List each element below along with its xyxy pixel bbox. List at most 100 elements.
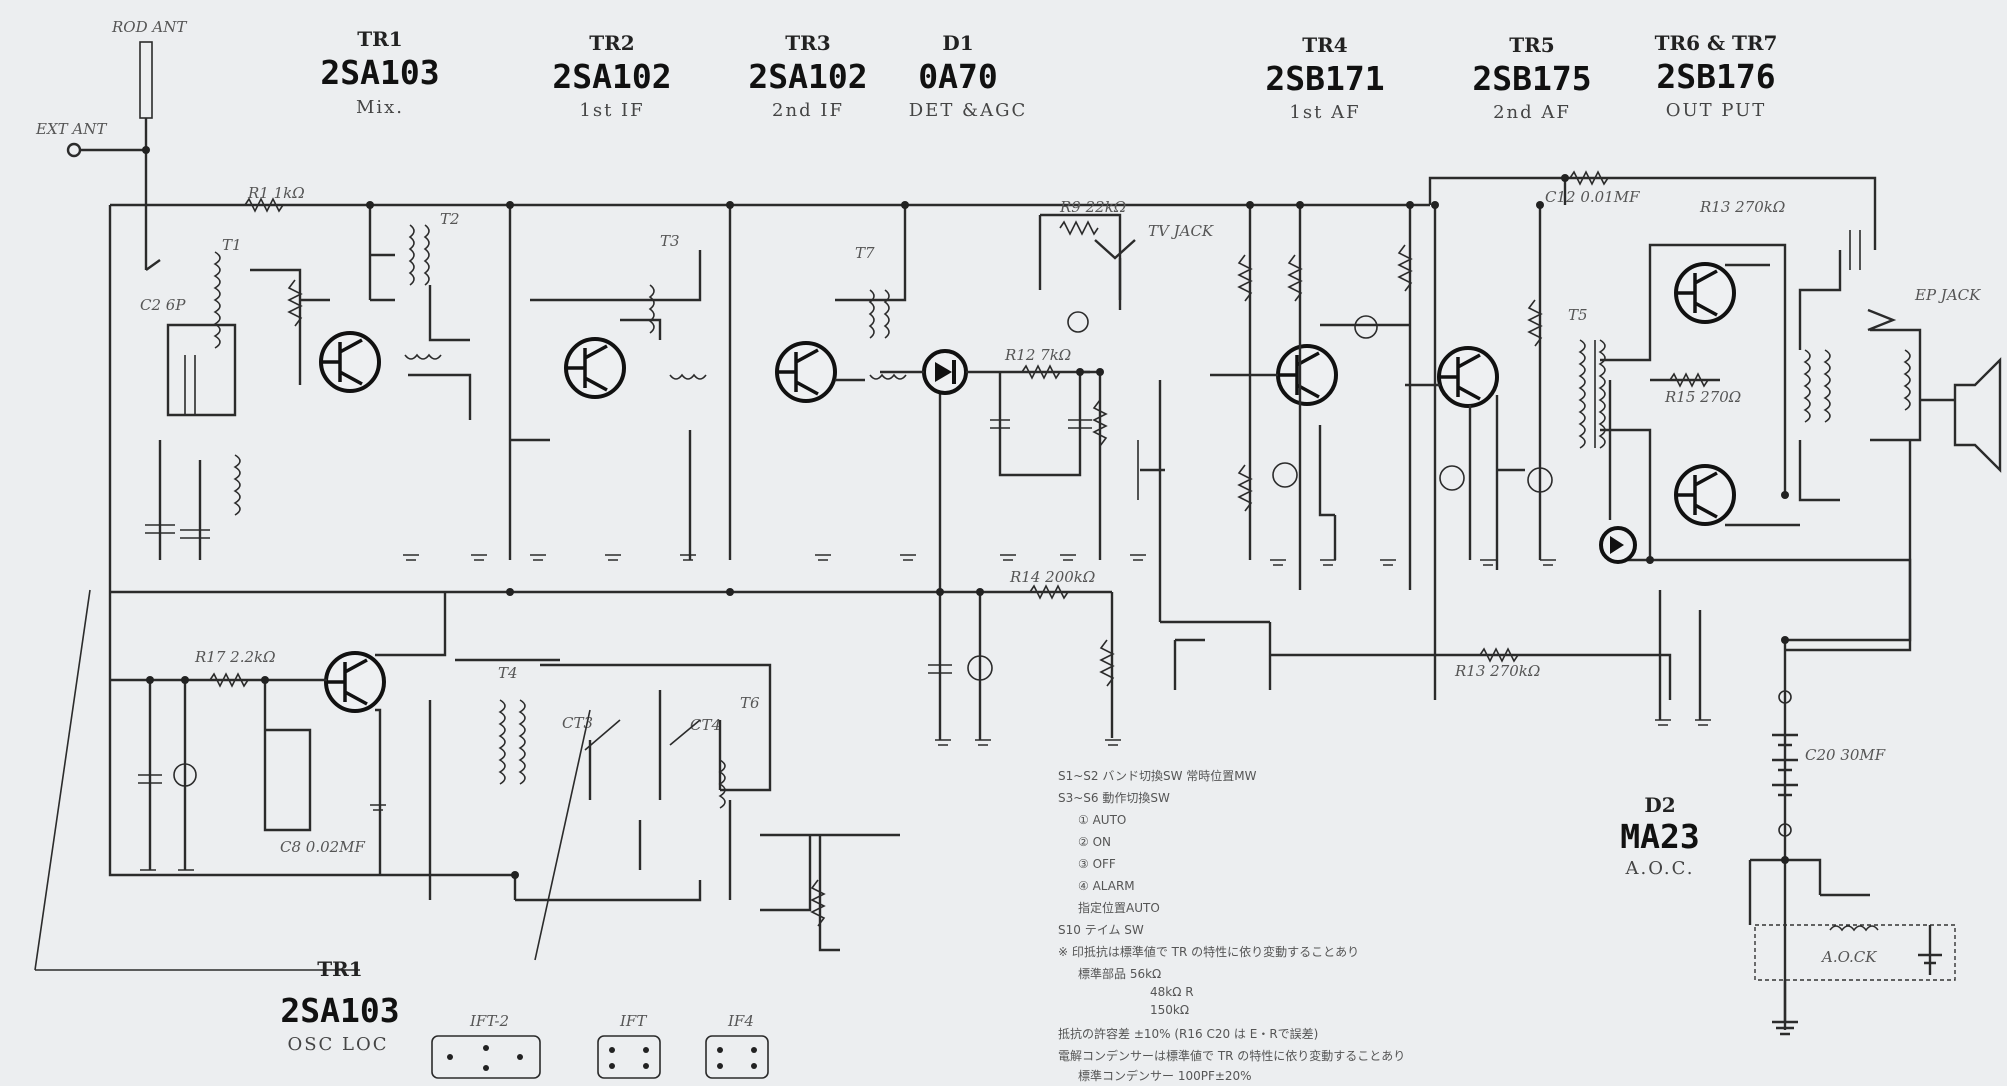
- coil-t3-label: T3: [660, 232, 680, 250]
- stage-ref: D2: [1644, 793, 1675, 817]
- transistor-tr6-output: [1674, 262, 1736, 324]
- stage-ref: TR6 & TR7: [1655, 31, 1778, 55]
- note-line: ※ 印抵抗は標準値で TR の特性に依り変動することあり: [1058, 944, 1359, 959]
- if-transformer-t7: T7: [688, 205, 907, 560]
- note-line: 電解コンデンサーは標準値で TR の特性に依り変動することあり: [1058, 1048, 1405, 1063]
- rod-antenna-label: ROD ANT: [111, 18, 187, 36]
- trimmer-ct3-label: CT3: [562, 714, 593, 732]
- coil-t4-label: T4: [498, 664, 518, 682]
- ext-antenna-terminal: [66, 142, 82, 158]
- stage-ref: TR5: [1509, 33, 1554, 57]
- stage-part: 2SA102: [748, 57, 867, 96]
- transistor-tr3-2nd-if: [775, 341, 837, 403]
- stage-func: 1st AF: [1289, 102, 1360, 123]
- component-label: R13 270kΩ: [1699, 198, 1785, 216]
- stage-ref: TR4: [1302, 33, 1348, 57]
- stage-func: Mix.: [356, 97, 404, 118]
- component-label: C20 30MF: [1805, 746, 1886, 764]
- component-label: R9 22kΩ: [1059, 198, 1126, 216]
- stage-part: 2SB176: [1656, 57, 1775, 96]
- stage-part: 2SB171: [1265, 59, 1384, 98]
- stage-ref: TR3: [785, 31, 830, 55]
- notes-block: S1~S2 バンド切換SW 常時位置MW S3~S6 動作切換SW ① AUTO…: [1058, 768, 1405, 1083]
- coil-t1-label: T1: [222, 236, 242, 254]
- component-label: R14 200kΩ: [1009, 568, 1095, 586]
- stage-func: OSC LOC: [287, 1034, 388, 1055]
- stage-func: 2nd IF: [772, 100, 844, 121]
- component-label: R13 270kΩ: [1454, 662, 1540, 680]
- transistor-tr1-oscillator: [324, 651, 386, 713]
- component-label: C2 6P: [140, 296, 186, 314]
- stage-part: 2SA103: [320, 53, 439, 92]
- note-line: 150kΩ: [1150, 1003, 1189, 1017]
- stage-func: OUT PUT: [1666, 100, 1767, 121]
- diode-d3: [1599, 526, 1637, 564]
- stage-label-tr3-2nd-if: TR3 2SA102 2nd IF: [748, 31, 867, 121]
- stage-label-tr5-2nd-af: TR5 2SB175 2nd AF: [1472, 33, 1591, 123]
- component-label: C8 0.02MF: [280, 838, 366, 856]
- component-label: C12 0.01MF: [1545, 188, 1640, 206]
- stage-func: 1st IF: [579, 100, 644, 121]
- note-line: 48kΩ R: [1150, 985, 1194, 999]
- stage-func: A.O.C.: [1625, 858, 1695, 879]
- coil-t5-label: T5: [1568, 306, 1588, 324]
- component-label: R15 270Ω: [1664, 388, 1741, 406]
- note-line: ③ OFF: [1078, 857, 1116, 871]
- stage-ref: TR2: [589, 31, 634, 55]
- trimmer-ct4-label: CT4: [690, 716, 721, 734]
- antenna-section: ROD ANT EXT ANT: [35, 18, 187, 204]
- stage-part: 2SA102: [552, 57, 671, 96]
- note-line: S3~S6 動作切換SW: [1058, 791, 1170, 805]
- oscillator-section: R17 2.2kΩ C8 0.02MF T4 CT3 CT4 T6: [110, 592, 900, 961]
- bottom-part-label: IF4: [727, 1012, 754, 1030]
- bottom-part-label: IFT: [619, 1012, 647, 1030]
- stage-label-d1-det-agc: D1 0A70 DET &AGC: [909, 31, 1027, 121]
- stage-label-tr1-mix: TR1 2SA103 Mix.: [320, 27, 439, 118]
- stage-part: 2SB175: [1472, 59, 1591, 98]
- stage-part: 0A70: [918, 57, 997, 96]
- note-line: 指定位置AUTO: [1078, 900, 1160, 915]
- transistor-tr2-1st-if: [564, 337, 626, 399]
- diode-d2-label: D2 MA23 A.O.C.: [1620, 793, 1699, 879]
- aock-label: A.O.CK: [1820, 948, 1877, 966]
- junction-dots: [146, 174, 1789, 879]
- battery-clock-section: C20 30MF A.O.CK D2 MA23 A.O.C.: [1620, 690, 1956, 1036]
- ext-antenna-label: EXT ANT: [35, 120, 107, 138]
- bottom-part-pinouts: IFT-2 IFT IF4: [431, 1012, 769, 1079]
- stage-ref: TR1: [357, 27, 402, 51]
- ground-symbols: [140, 554, 1711, 876]
- rod-antenna-symbol: [139, 41, 153, 119]
- component-label: R17 2.2kΩ: [194, 648, 276, 666]
- coil-t7-label: T7: [855, 244, 875, 262]
- if-transformer-t2: T2: [368, 205, 472, 420]
- stage-ref: D1: [942, 31, 973, 55]
- detector-agc-section: R9 22kΩ TV JACK R12 7kΩ: [990, 198, 1214, 560]
- stage-func: DET &AGC: [909, 100, 1027, 121]
- tv-jack-label: TV JACK: [1148, 222, 1214, 240]
- stage-func: 2nd AF: [1493, 102, 1571, 123]
- coil-t6-label: T6: [740, 694, 760, 712]
- note-line: 標準部品 56kΩ: [1078, 966, 1161, 981]
- stage-part: 2SA103: [280, 991, 399, 1030]
- bottom-part-label: IFT-2: [469, 1012, 509, 1030]
- stage-label-tr1-osc: TR1 2SA103 OSC LOC: [280, 957, 399, 1055]
- audio-section: [1210, 205, 1553, 700]
- note-line: 標準コンデンサー 100PF±20%: [1078, 1068, 1252, 1083]
- note-line: S10 テイム SW: [1058, 923, 1144, 937]
- speaker-symbol: [1953, 357, 2002, 473]
- transistor-tr1-mixer: [319, 331, 381, 393]
- note-line: 抵抗の許容差 ±10% (R16 C20 は E・Rで誤差): [1058, 1026, 1318, 1041]
- output-section: T5 R15 270Ω R13 270kΩ EP JACK: [1568, 198, 2002, 652]
- diode-d1-detector: [880, 349, 1090, 395]
- coil-t2-label: T2: [440, 210, 460, 228]
- stage-part: MA23: [1620, 817, 1699, 856]
- gang-link-line: [34, 589, 91, 971]
- stage-label-tr2-1st-if: TR2 2SA102 1st IF: [552, 31, 671, 121]
- transistor-tr4-1st-af: [1276, 344, 1338, 406]
- component-label: R1 1kΩ: [247, 184, 305, 202]
- transistor-tr7-output: [1674, 464, 1736, 526]
- note-line: ④ ALARM: [1078, 879, 1135, 893]
- ep-jack-label: EP JACK: [1914, 286, 1981, 304]
- note-line: S1~S2 バンド切換SW 常時位置MW: [1058, 768, 1257, 783]
